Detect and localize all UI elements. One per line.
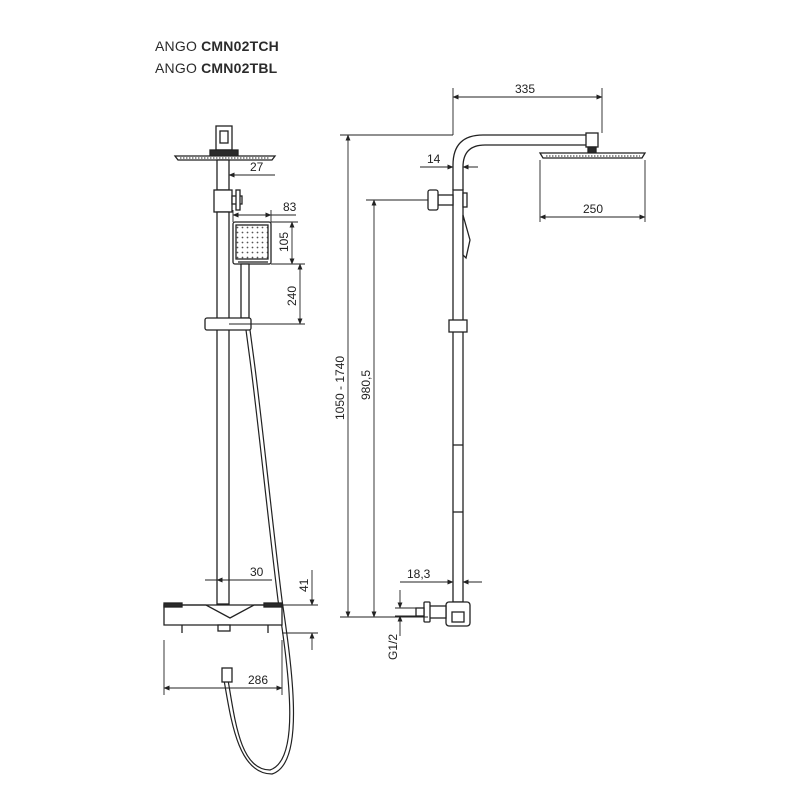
side-hand-shower [462, 214, 471, 260]
brand-label: ANGO [155, 60, 198, 76]
dim-total-height: 1050 - 1740 [333, 356, 347, 420]
dim-inlet-height: 980,5 [359, 370, 373, 400]
dim-head-diameter: 250 [583, 202, 603, 216]
side-view [415, 132, 647, 627]
side-mixer [415, 601, 471, 627]
model-code: CMN02TCH [201, 38, 279, 54]
front-view [163, 125, 295, 775]
dim-bar-gap: 30 [250, 565, 264, 579]
dim-inlet-offset: 18,3 [407, 567, 431, 581]
front-dimensions: 27 83 105 240 30 41 286 [163, 160, 318, 695]
model-title-black: ANGO CMN02TBL [155, 60, 277, 76]
front-thermostatic-mixer [163, 602, 283, 633]
front-sliding-rail [216, 211, 230, 605]
brand-label: ANGO [155, 38, 198, 54]
dim-arm-offset: 14 [427, 152, 441, 166]
dim-hand-height: 105 [277, 232, 291, 252]
dim-holder-drop: 240 [285, 286, 299, 306]
side-riser-pipe [452, 189, 464, 603]
front-hand-shower [232, 221, 272, 319]
front-upper-pipe [216, 159, 230, 191]
side-dimensions: 335 14 250 1050 - 1740 980,5 18,3 G1/2 [333, 82, 646, 660]
dim-hand-width: 83 [283, 200, 297, 214]
side-rain-head [538, 152, 647, 159]
side-shower-arm [452, 134, 596, 190]
dim-thread: G1/2 [386, 634, 400, 660]
front-hose [227, 329, 291, 771]
side-slider [448, 319, 468, 333]
front-rain-head [173, 125, 277, 161]
dim-mixer-width: 286 [248, 673, 268, 687]
dim-arm-length: 335 [515, 82, 535, 96]
dim-head-offset: 27 [250, 160, 264, 174]
front-diverter [213, 189, 243, 213]
model-code: CMN02TBL [201, 60, 278, 76]
model-title-chrome: ANGO CMN02TCH [155, 38, 279, 54]
dim-mixer-height: 41 [297, 578, 311, 592]
